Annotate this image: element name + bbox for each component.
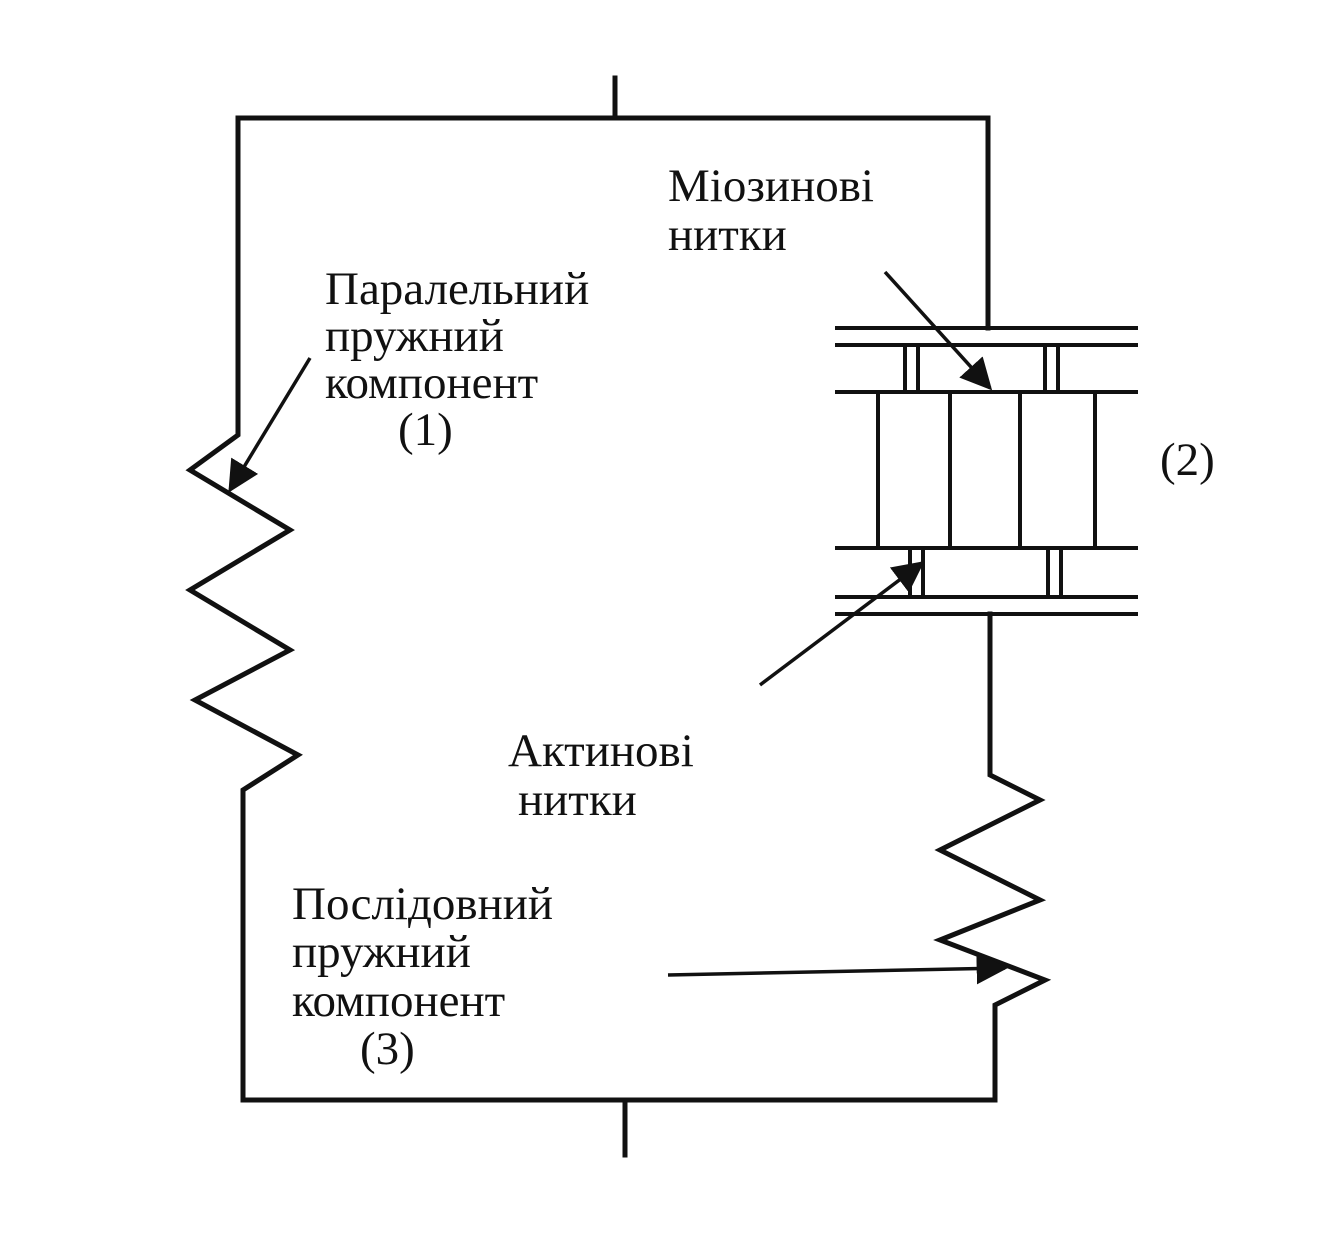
- myosin-label-line-2: нитки: [668, 209, 787, 262]
- parallel-label-line-2: пружний: [325, 310, 504, 362]
- actin-label-line-1: Актинові: [508, 725, 694, 777]
- contractile-label-number: (2): [1160, 434, 1215, 486]
- actin-pointer-arrow: [758, 561, 925, 687]
- parallel-label-number: (1): [398, 404, 453, 456]
- series-label-line-3: компонент: [292, 974, 506, 1027]
- series-pointer-arrow: [667, 952, 1009, 985]
- actin-label-line-2: нитки: [518, 774, 637, 827]
- myosin-pointer-arrow: [883, 270, 993, 391]
- myosin-label-line-1: Міозинові: [668, 160, 874, 212]
- actin-filaments-label: Актинові нитки: [508, 725, 694, 827]
- series-label-line-2: пружний: [292, 926, 471, 979]
- parallel-pointer-arrow: [228, 357, 312, 493]
- parallel-label-line-3: компонент: [325, 357, 539, 409]
- parallel-spring: [185, 115, 303, 1103]
- parallel-component-label: Паралельний пружний компонент (1): [325, 266, 589, 454]
- parallel-label-line-1: Паралельний: [325, 263, 590, 315]
- series-component-label: Послідовний пружний компонент (3): [292, 880, 553, 1074]
- series-spring: [933, 611, 1052, 1103]
- series-label-number: (3): [360, 1023, 415, 1076]
- contractile-element-label: (2): [1160, 437, 1215, 484]
- myosin-filaments-label: Міозинові нитки: [668, 160, 874, 262]
- series-label-line-1: Послідовний: [292, 878, 554, 930]
- contractile-element: [835, 326, 1138, 616]
